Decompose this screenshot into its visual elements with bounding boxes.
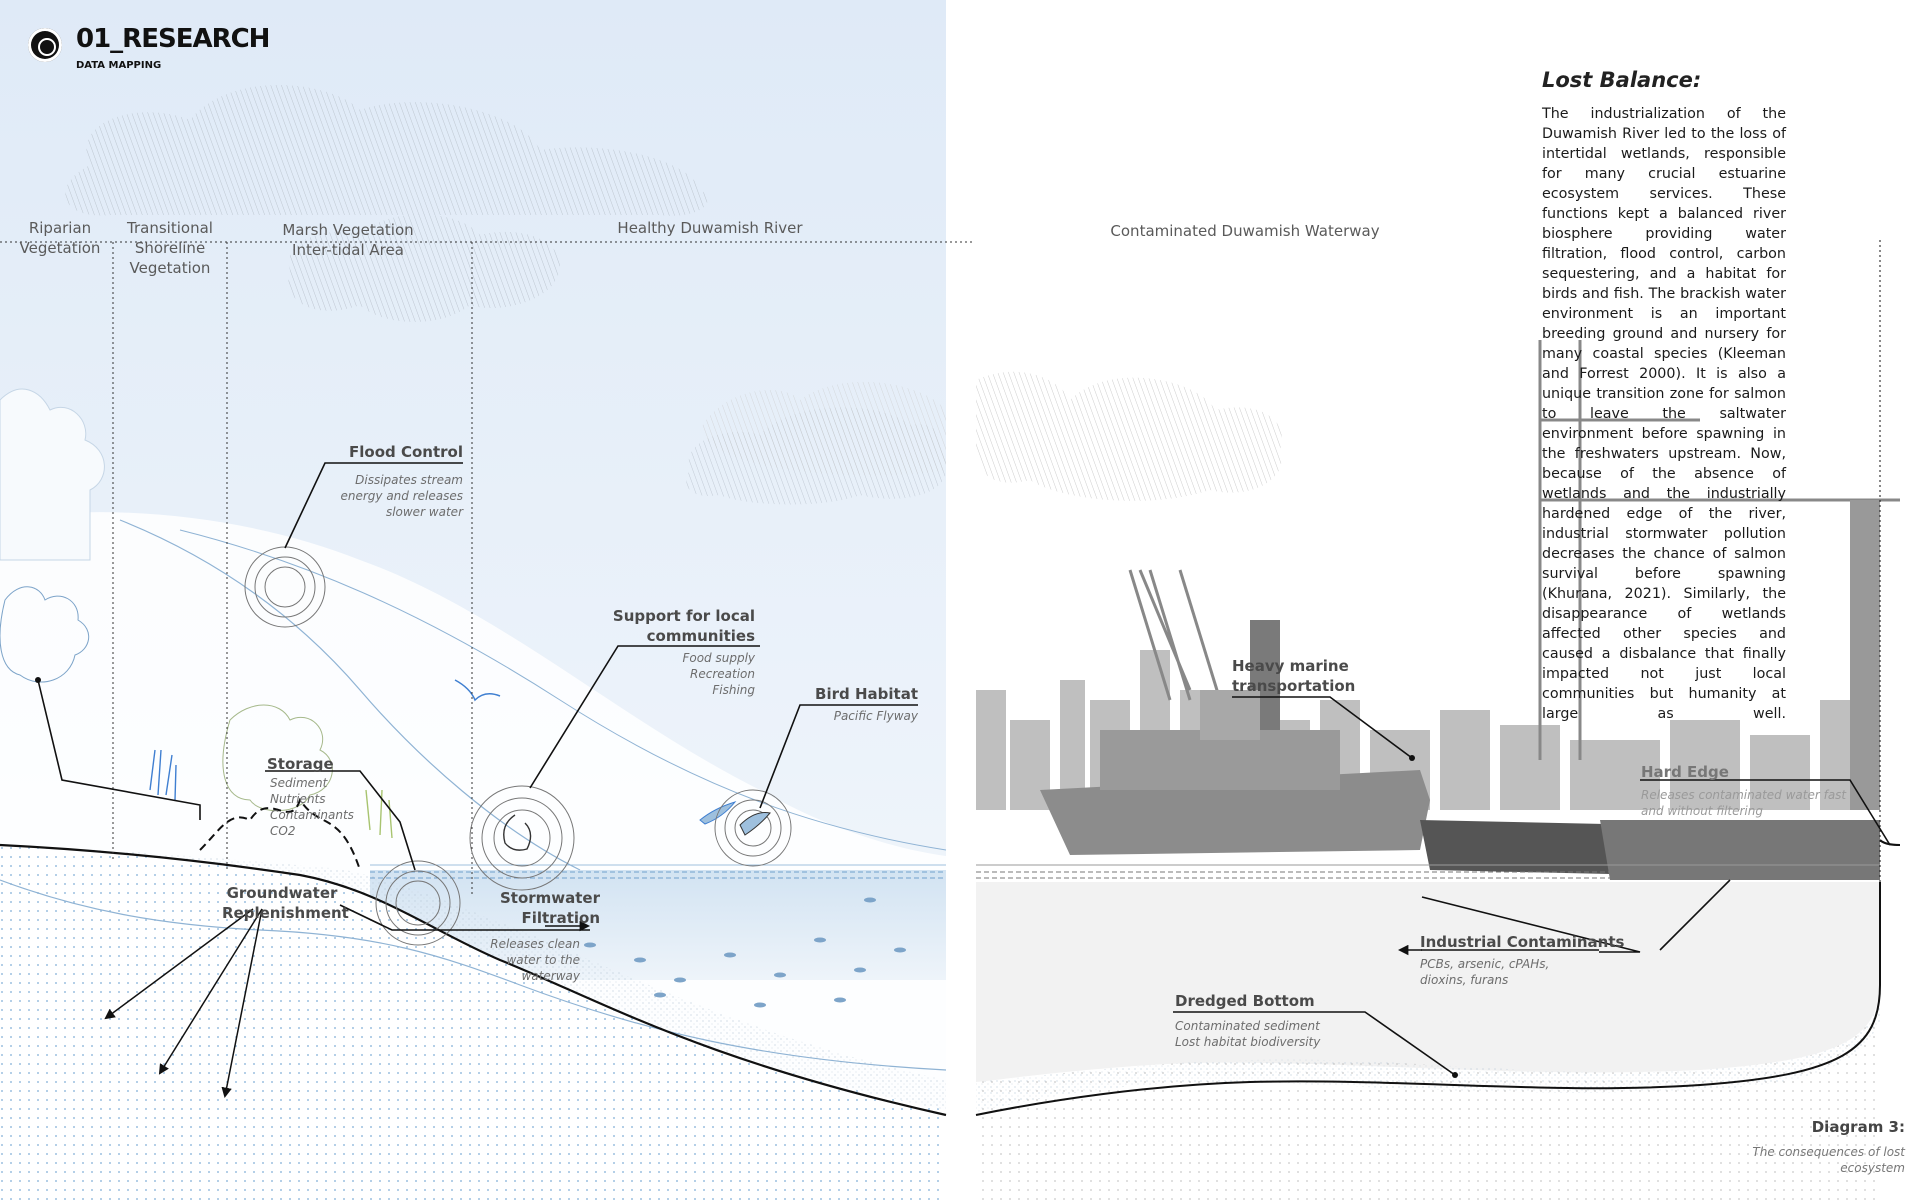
stormwater-desc-1: Releases clean	[490, 937, 580, 951]
stormwater-desc: Releases clean water to the waterway	[470, 936, 580, 984]
support-desc-2: Recreation	[690, 667, 755, 681]
bird-habitat-desc: Pacific Flyway	[833, 709, 918, 723]
zone-riparian-line1: Riparian	[28, 219, 92, 237]
page-title: 01_RESEARCH	[76, 24, 270, 54]
bird-habitat-title: Bird Habitat	[815, 685, 918, 703]
storage-desc-3: Contaminants	[270, 808, 354, 822]
zone-transitional-line1: Transitional	[127, 219, 213, 237]
zone-transitional-line2: Shoreline	[134, 239, 206, 257]
support-desc-3: Fishing	[712, 683, 755, 697]
zone-transitional: Transitional Shoreline Vegetation	[118, 218, 222, 278]
industrial-desc-1: PCBs, arsenic, cPAHs,	[1420, 957, 1550, 971]
zone-riparian-line2: Vegetation	[19, 239, 101, 257]
storage-title: Storage	[267, 755, 334, 773]
industrial-desc-2: dioxins, furans	[1420, 973, 1509, 987]
flood-control-desc-2: energy and releases	[340, 489, 463, 503]
stormwater-desc-2: water to the	[506, 953, 580, 967]
flood-control-desc: Dissipates stream energy and releases sl…	[300, 472, 463, 520]
zone-healthy: Healthy Duwamish River	[617, 219, 803, 237]
groundwater-title: Groundwater Replenishment	[222, 883, 349, 923]
hard-edge-desc-2: and without filtering	[1641, 804, 1763, 818]
zone-marsh-line1: Marsh Vegetation	[282, 221, 414, 239]
flood-control-desc-1: Dissipates stream	[355, 473, 463, 487]
essay-body: The industrialization of the Duwamish Ri…	[1542, 106, 1786, 722]
stormwater-title: Stormwater Filtration	[490, 888, 600, 928]
hard-edge-desc: Releases contaminated water fast and wit…	[1641, 787, 1881, 819]
hard-edge-desc-1: Releases contaminated water fast	[1641, 788, 1847, 802]
support-desc: Food supply Recreation Fishing	[600, 650, 755, 698]
dredged-desc-1: Contaminated sediment	[1175, 1019, 1320, 1033]
dredged-desc: Contaminated sediment Lost habitat biodi…	[1175, 1018, 1375, 1050]
support-desc-1: Food supply	[682, 651, 755, 665]
storage-desc-4: CO2	[270, 824, 296, 838]
zone-marsh: Marsh Vegetation Inter-tidal Area	[268, 220, 428, 260]
dredged-desc-2: Lost habitat biodiversity	[1175, 1035, 1321, 1049]
storage-desc-1: Sediment	[270, 776, 328, 790]
storage-desc-2: Nutrients	[270, 792, 326, 806]
essay-title: Lost Balance:	[1542, 68, 1702, 92]
zone-marsh-line2: Inter-tidal Area	[292, 241, 404, 259]
heavy-marine-title-2: transportation	[1232, 677, 1356, 695]
storage-desc: Sediment Nutrients Contaminants CO2	[270, 775, 380, 839]
groundwater-title-1: Groundwater	[226, 884, 338, 902]
diagram-caption-desc: The consequences of lost ecosystem	[1715, 1144, 1905, 1176]
industrial-desc: PCBs, arsenic, cPAHs, dioxins, furans	[1420, 956, 1620, 988]
groundwater-title-2: Replenishment	[222, 904, 349, 922]
zone-contaminated: Contaminated Duwamish Waterway	[1110, 222, 1380, 240]
support-title: Support for local communities	[575, 606, 755, 646]
zone-riparian: Riparian Vegetation	[6, 218, 114, 258]
stormwater-title-1: Stormwater	[499, 889, 600, 907]
heavy-marine-title-1: Heavy marine	[1232, 657, 1349, 675]
zone-transitional-line3: Vegetation	[129, 259, 211, 277]
stormwater-title-2: Filtration	[521, 909, 600, 927]
flood-control-desc-3: slower water	[385, 505, 463, 519]
diagram-caption-title: Diagram 3:	[1811, 1118, 1905, 1136]
heavy-marine-title: Heavy marine transportation	[1232, 656, 1372, 696]
page-subtitle: DATA MAPPING	[76, 60, 162, 71]
flood-control-title: Flood Control	[349, 443, 463, 461]
industrial-title: Industrial Contaminants	[1420, 933, 1625, 951]
dredged-title: Dredged Bottom	[1175, 992, 1315, 1010]
hard-edge-title: Hard Edge	[1641, 763, 1729, 781]
support-title-1: Support for local	[612, 607, 755, 625]
support-title-2: communities	[646, 627, 755, 645]
diagram-caption-desc-1: The consequences of lost	[1752, 1145, 1905, 1159]
diagram-caption-desc-2: ecosystem	[1840, 1161, 1905, 1175]
stormwater-desc-3: waterway	[521, 969, 580, 983]
logo-inner-icon	[38, 38, 56, 56]
